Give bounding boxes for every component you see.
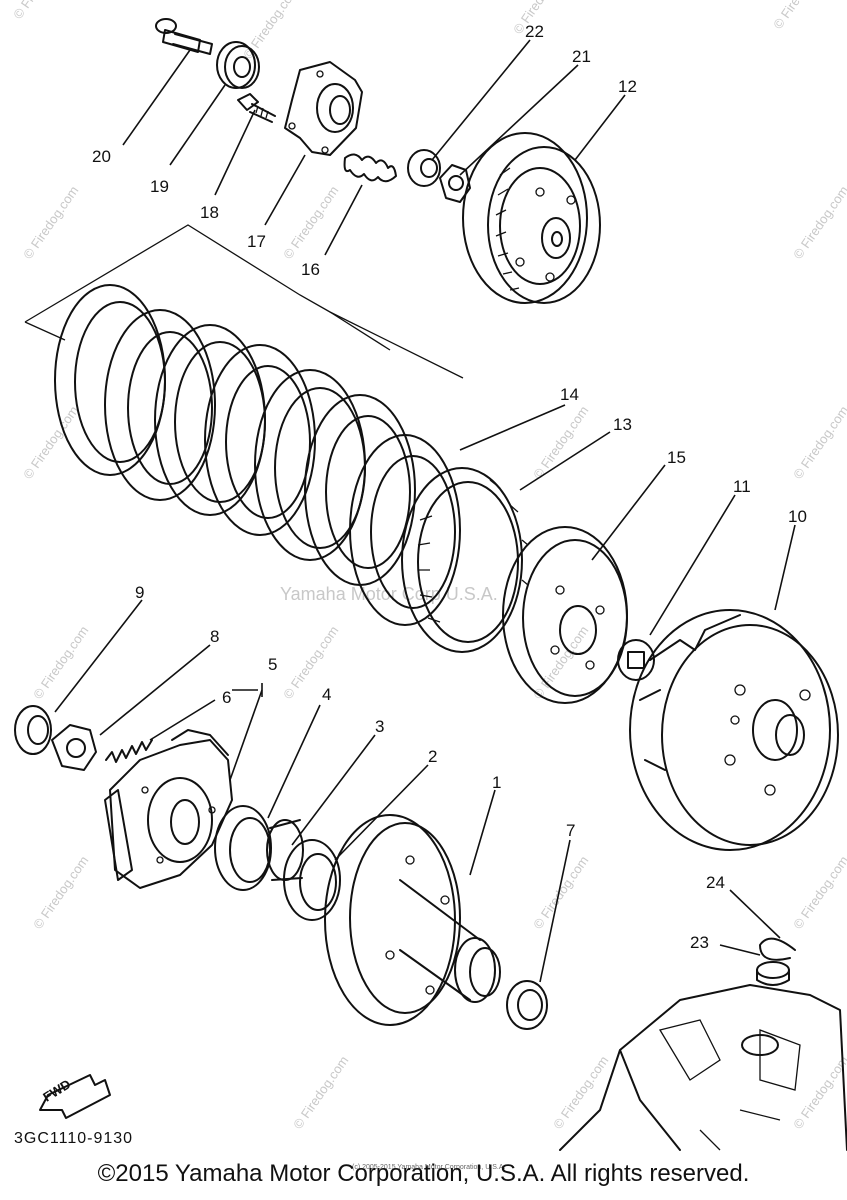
part-22-washer (407, 149, 441, 187)
part-24-circlip (759, 937, 796, 961)
part-5-clutch-carrier (104, 729, 233, 889)
part-19-bearing (216, 41, 260, 89)
plates-bracket (329, 311, 391, 351)
watermark: © Firedog.com (10, 0, 71, 22)
watermark: © Firedog.com (290, 1053, 351, 1132)
callout-11: 11 (733, 477, 751, 496)
callout-4: 4 (322, 685, 331, 704)
watermark: © Firedog.com (20, 403, 81, 482)
copyright-footer: ©2015 Yamaha Motor Corporation, U.S.A. A… (97, 1160, 750, 1187)
part-13-friction-plate (401, 467, 529, 653)
callout-5: 5 (268, 655, 277, 674)
part-2-one-way-clutch (283, 839, 341, 921)
callout-23: 23 (690, 933, 709, 952)
callout-labels: 20 19 18 17 16 22 21 12 14 13 15 11 10 9… (92, 22, 807, 952)
callout-lines (54, 39, 796, 983)
callout-13: 13 (613, 415, 632, 434)
callout-1: 1 (492, 773, 501, 792)
callout-24: 24 (706, 873, 725, 892)
part-21-lock-washer (439, 164, 471, 203)
part-18-bolt (237, 93, 276, 123)
crankcase-fragment (559, 984, 847, 1151)
callout-19: 19 (150, 177, 169, 196)
watermark: © Firedog.com (790, 853, 847, 932)
callout-15: 15 (667, 448, 686, 467)
fwd-arrow (39, 1074, 111, 1119)
part-15-pressure-plate (502, 526, 628, 704)
part-4-washer (214, 805, 272, 891)
watermark: © Firedog.com (790, 1053, 847, 1132)
watermark: © Firedog.com (30, 853, 91, 932)
watermark: © Firedog.com (30, 623, 91, 702)
callout-22: 22 (525, 22, 544, 41)
watermark: © Firedog.com (20, 183, 81, 262)
watermark: © Firedog.com (530, 403, 591, 482)
part-23-cap (756, 961, 790, 986)
callout-7: 7 (566, 821, 575, 840)
part-14-steel-plate (349, 434, 461, 626)
watermark: © Firedog.com (550, 1053, 611, 1132)
callout-16: 16 (301, 260, 320, 279)
callout-9: 9 (135, 583, 144, 602)
part-17-pressure-plate (284, 61, 363, 156)
part-7-washer (506, 980, 548, 1030)
watermark: © Firedog.com (240, 0, 301, 62)
plates-bracket (24, 224, 464, 379)
part-16-spring (343, 153, 397, 183)
part-20-pin (155, 18, 213, 55)
callout-20: 20 (92, 147, 111, 166)
part-12-clutch-boss (462, 132, 601, 304)
watermark: © Firedog.com (770, 0, 831, 32)
drawing-code: 3GC1110-9130 (14, 1130, 134, 1147)
callout-17: 17 (247, 232, 266, 251)
part-1-primary-drive (324, 814, 501, 1026)
watermark: © Firedog.com (530, 853, 591, 932)
callout-14: 14 (560, 385, 579, 404)
watermark: © Firedog.com (280, 183, 341, 262)
part-9-oil-seal (14, 705, 52, 755)
callout-6: 6 (222, 688, 231, 707)
callout-3: 3 (375, 717, 384, 736)
friction-plate (54, 284, 166, 476)
callout-2: 2 (428, 747, 437, 766)
callout-10: 10 (788, 507, 807, 526)
watermark: © Firedog.com (280, 623, 341, 702)
plates-bracket (24, 321, 66, 341)
callout-12: 12 (618, 77, 637, 96)
part-8-lock-washer (51, 724, 97, 771)
steel-plate (204, 344, 316, 536)
clutch-plate-stack (54, 284, 461, 626)
callout-18: 18 (200, 203, 219, 222)
small-copyright: (c) 2005-2015 Yamaha Motor Corporation, … (352, 1164, 506, 1171)
friction-plate (154, 324, 266, 516)
watermark: © Firedog.com (790, 403, 847, 482)
part-6-spring (105, 739, 153, 763)
callout-21: 21 (572, 47, 591, 66)
callout-8: 8 (210, 627, 219, 646)
part-10-clutch-housing (629, 609, 839, 851)
watermark: © Firedog.com (790, 183, 847, 262)
watermark-layer: © Firedog.com © Firedog.com © Firedog.co… (10, 0, 847, 1132)
